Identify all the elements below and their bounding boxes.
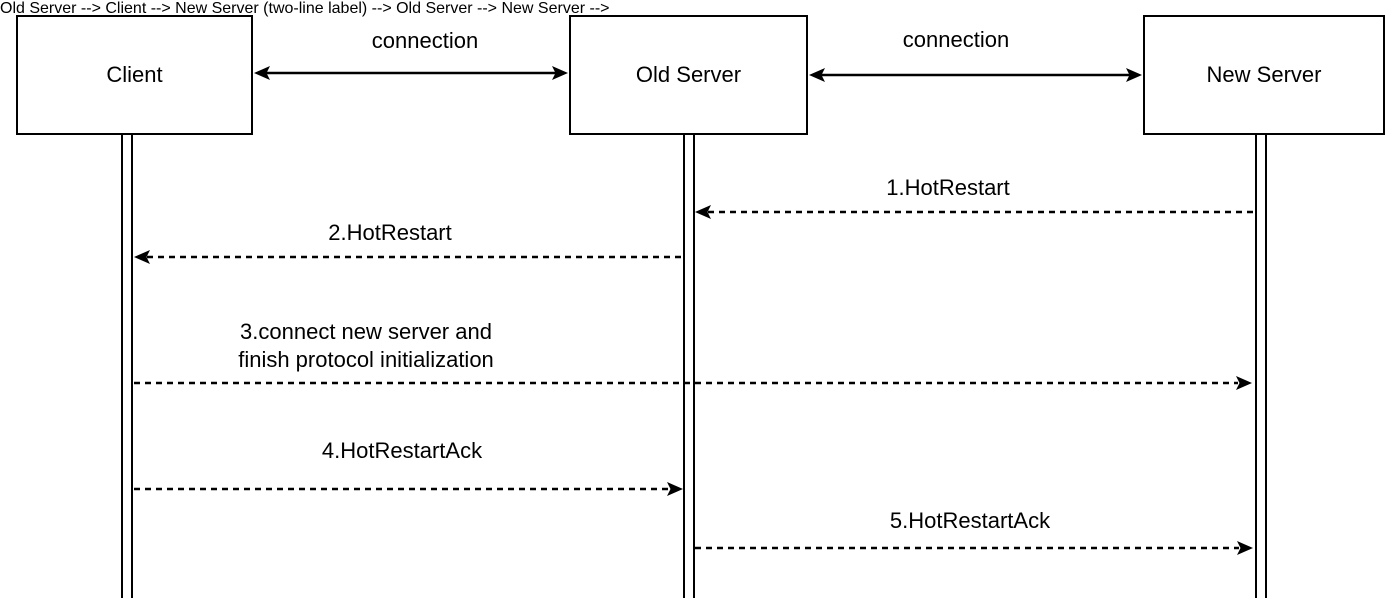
arrowhead-left-icon	[134, 250, 150, 264]
message-label-3: 3.connect new server and finish protocol…	[238, 318, 494, 374]
actor-box-old-server: Old Server	[569, 15, 808, 135]
message-arrow-2	[134, 250, 683, 264]
actor-box-new-server: New Server	[1143, 15, 1385, 135]
arrowhead-left-icon	[254, 66, 270, 80]
connection-label-2: connection	[902, 27, 1010, 52]
actor-box-client: Client	[16, 15, 253, 135]
message-label-4: 4.HotRestartAck	[321, 438, 483, 463]
message-arrow-4	[134, 482, 683, 496]
message-label-3-line1: 3.connect new server and	[240, 319, 492, 344]
connection-arrow-client-oldserver	[254, 66, 568, 80]
connection-arrow-oldserver-newserver	[809, 68, 1142, 82]
arrowhead-right-icon	[667, 482, 683, 496]
lifeline-client	[121, 134, 133, 598]
message-arrow-1	[695, 205, 1255, 219]
message-arrow-5	[695, 541, 1253, 555]
actor-label-old-server: Old Server	[635, 62, 742, 87]
arrowhead-right-icon	[1237, 541, 1253, 555]
arrowhead-right-icon	[1126, 68, 1142, 82]
message-label-1: 1.HotRestart	[886, 175, 1010, 200]
arrowhead-right-icon	[1236, 376, 1252, 390]
message-arrow-3	[134, 376, 1252, 390]
lifeline-new-server	[1255, 134, 1267, 598]
actor-label-client: Client	[106, 62, 163, 87]
message-label-5: 5.HotRestartAck	[889, 508, 1051, 533]
arrowhead-left-icon	[695, 205, 711, 219]
connection-label-1: connection	[371, 28, 479, 53]
actor-label-new-server: New Server	[1206, 62, 1322, 87]
message-label-3-line2: finish protocol initialization	[238, 347, 494, 372]
arrowhead-left-icon	[809, 68, 825, 82]
message-label-2: 2.HotRestart	[328, 220, 452, 245]
arrowhead-right-icon	[552, 66, 568, 80]
lifeline-old-server	[683, 134, 695, 598]
